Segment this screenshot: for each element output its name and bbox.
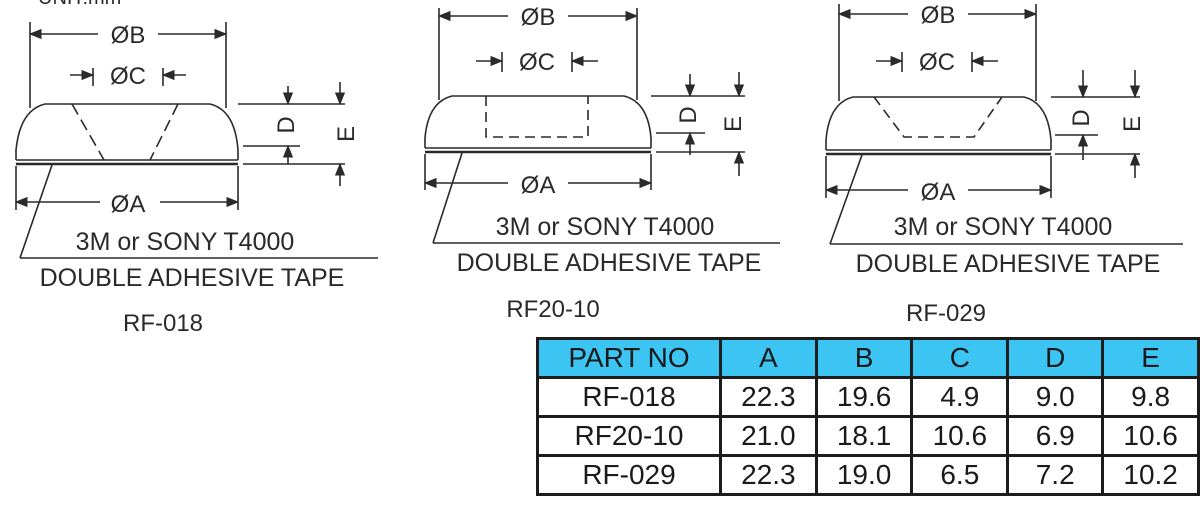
table-row: RF-018 22.3 19.6 4.9 9.0 9.8 xyxy=(535,376,1200,418)
tape-leader xyxy=(829,154,863,245)
dim-label-b: ØB xyxy=(111,22,146,49)
bumper-outline xyxy=(825,96,1052,150)
header-c: C xyxy=(910,337,1010,379)
dim-label-b: ØB xyxy=(921,2,956,29)
cell-c: 10.6 xyxy=(910,415,1010,457)
table-row: RF20-10 21.0 18.1 10.6 6.9 10.6 xyxy=(535,415,1200,457)
cell-e: 10.2 xyxy=(1101,454,1200,496)
header-b: B xyxy=(814,337,914,379)
dim-label-e: E xyxy=(333,126,360,142)
cell-part-no: RF-018 xyxy=(535,376,723,418)
cell-d: 6.9 xyxy=(1006,415,1105,457)
header-e: E xyxy=(1101,337,1200,379)
model-label: RF20-10 xyxy=(506,296,599,323)
diagram-rf-029 xyxy=(824,4,1183,245)
cell-part-no: RF-029 xyxy=(535,454,723,496)
cell-a: 22.3 xyxy=(719,454,818,496)
tape-note-line1: 3M or SONY T4000 xyxy=(894,213,1113,241)
dim-label-d: D xyxy=(675,106,702,123)
tape-note-line2: DOUBLE ADHESIVE TAPE xyxy=(40,264,345,292)
model-label: RF-018 xyxy=(123,310,203,337)
header-d: D xyxy=(1006,337,1105,379)
diagram-rf20-10 xyxy=(423,8,780,244)
cell-d: 7.2 xyxy=(1006,454,1105,496)
tape-note-line2: DOUBLE ADHESIVE TAPE xyxy=(856,250,1161,278)
cell-b: 19.0 xyxy=(814,454,914,496)
model-label: RF-029 xyxy=(906,300,986,327)
recess-hidden-line xyxy=(873,96,1003,138)
header-part-no: PART NO xyxy=(535,337,723,379)
dim-label-d: D xyxy=(273,116,300,133)
cell-a: 22.3 xyxy=(719,376,818,418)
cell-b: 19.6 xyxy=(814,376,914,418)
cell-a: 21.0 xyxy=(719,415,818,457)
dim-label-e: E xyxy=(720,116,747,132)
tape-note-line1: 3M or SONY T4000 xyxy=(76,228,295,256)
recess-hidden-line xyxy=(71,103,179,161)
cell-part-no: RF20-10 xyxy=(535,415,723,457)
recess-hidden-line xyxy=(485,96,589,138)
dim-label-a: ØA xyxy=(111,191,146,218)
unit-fragment: UNIT:mm xyxy=(38,0,121,9)
tape-leader xyxy=(432,152,463,244)
bumper-outline xyxy=(15,103,239,160)
dim-label-c: ØC xyxy=(519,49,555,76)
tape-leader xyxy=(19,164,53,259)
dimension-table: PART NO A B C D E RF-018 22.3 19.6 4.9 9… xyxy=(535,337,1200,496)
table-header-row: PART NO A B C D E xyxy=(535,337,1200,379)
dim-label-d: D xyxy=(1068,109,1095,126)
header-a: A xyxy=(719,337,818,379)
table-row: RF-029 22.3 19.0 6.5 7.2 10.2 xyxy=(535,454,1200,496)
cell-b: 18.1 xyxy=(814,415,914,457)
dim-label-a: ØA xyxy=(521,172,556,199)
dim-label-a: ØA xyxy=(921,179,956,206)
cell-e: 10.6 xyxy=(1101,415,1200,457)
tape-note-line1: 3M or SONY T4000 xyxy=(496,213,715,241)
dim-label-c: ØC xyxy=(919,49,955,76)
dim-label-e: E xyxy=(1119,116,1146,132)
cell-c: 4.9 xyxy=(910,376,1010,418)
diagram-rf-018 xyxy=(14,22,378,259)
cell-c: 6.5 xyxy=(910,454,1010,496)
cell-e: 9.8 xyxy=(1101,376,1200,418)
dim-label-b: ØB xyxy=(521,4,556,31)
bumper-outline xyxy=(424,95,652,148)
cell-d: 9.0 xyxy=(1006,376,1105,418)
tape-note-line2: DOUBLE ADHESIVE TAPE xyxy=(457,249,762,277)
dim-label-c: ØC xyxy=(110,63,146,90)
